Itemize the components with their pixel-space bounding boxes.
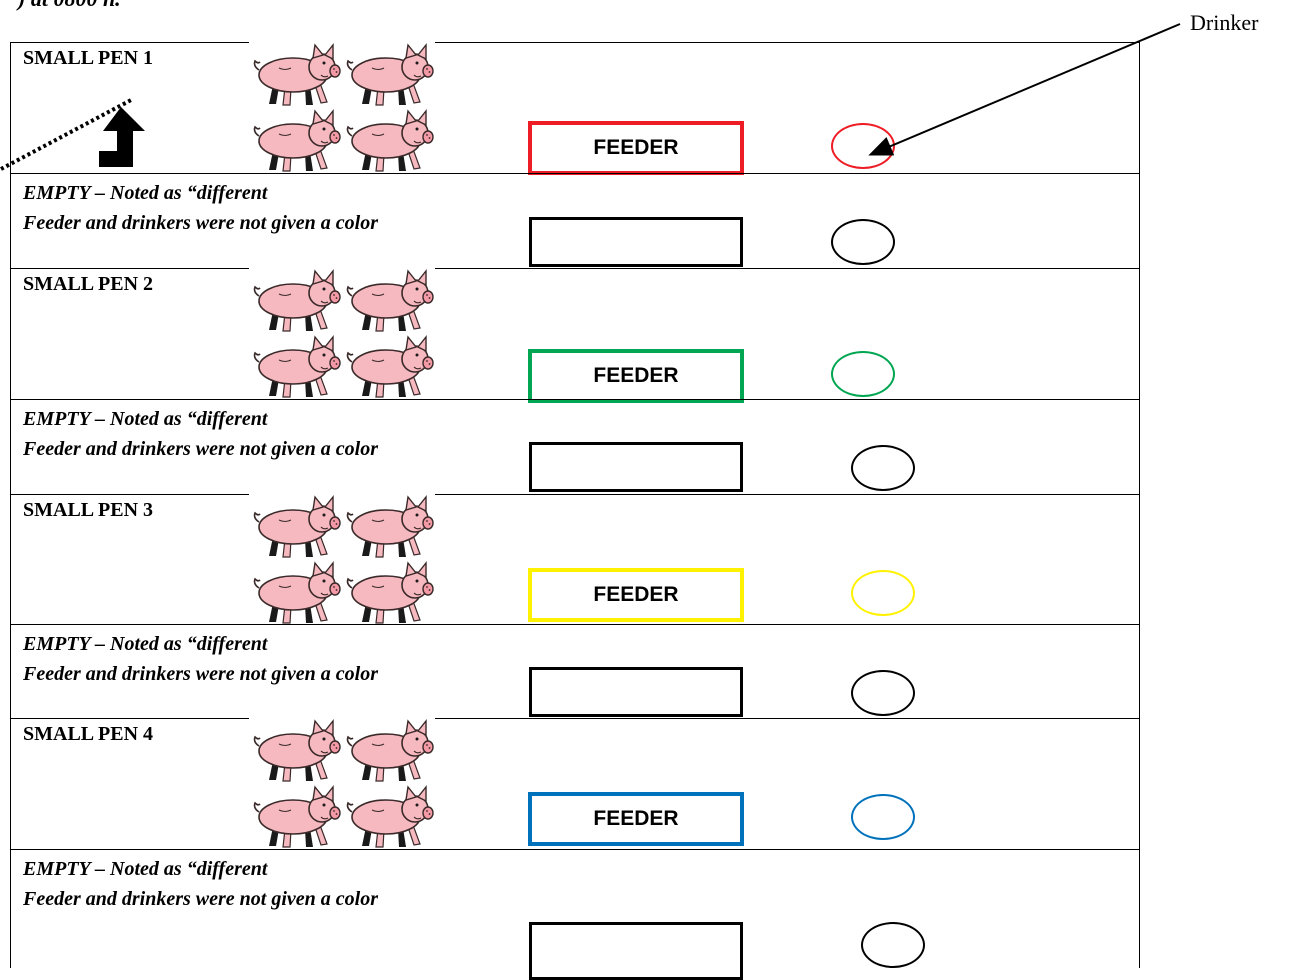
empty-note-line-2: Feeder and drinkers were not given a col…	[23, 212, 378, 234]
feeder	[529, 922, 743, 980]
pig-icon	[346, 269, 434, 332]
pig-icon	[346, 109, 434, 172]
empty-note-line-1: EMPTY – Noted as “different	[23, 858, 268, 880]
pig-icon	[253, 785, 341, 848]
feeder: FEEDER	[528, 121, 744, 175]
feeder	[529, 217, 743, 267]
pig-group	[249, 493, 435, 625]
pig-icon	[346, 719, 434, 782]
empty-note-line-2: Feeder and drinkers were not given a col…	[23, 663, 378, 685]
small-pen-4-row: SMALL PEN 4	[11, 717, 1139, 849]
empty-pen-row: EMPTY – Noted as “different Feeder and d…	[11, 173, 1139, 268]
pig-icon	[253, 43, 341, 106]
drinker	[851, 445, 915, 491]
drinker	[851, 570, 915, 616]
pen-label: SMALL PEN 1	[23, 47, 154, 69]
pig-icon	[253, 109, 341, 172]
drinker	[851, 794, 915, 840]
pen-label: SMALL PEN 4	[23, 723, 154, 745]
turn-up-arrow-icon	[99, 107, 145, 167]
pig-icon	[253, 561, 341, 624]
pig-icon	[346, 495, 434, 558]
empty-note-line-2: Feeder and drinkers were not given a col…	[23, 438, 378, 460]
empty-note-line-1: EMPTY – Noted as “different	[23, 408, 268, 430]
empty-pen-row: EMPTY – Noted as “different Feeder and d…	[11, 399, 1139, 494]
small-pen-3-row: SMALL PEN 3	[11, 493, 1139, 625]
feeder	[529, 667, 743, 717]
empty-pen-note: EMPTY – Noted as “different Feeder and d…	[23, 854, 378, 914]
pig-icon	[253, 719, 341, 782]
empty-pen-row: EMPTY – Noted as “different Feeder and d…	[11, 624, 1139, 718]
pen-label: SMALL PEN 2	[23, 273, 154, 295]
empty-pen-row: EMPTY – Noted as “different Feeder and d…	[11, 849, 1139, 980]
empty-note-line-1: EMPTY – Noted as “different	[23, 182, 268, 204]
drinker	[851, 670, 915, 716]
pig-group	[249, 41, 435, 173]
drinker-callout-label: Drinker	[1190, 10, 1259, 35]
drinker	[831, 219, 895, 265]
small-pen-2-row: SMALL PEN 2	[11, 267, 1139, 403]
pig-icon	[346, 43, 434, 106]
drinker	[861, 922, 925, 968]
pig-icon	[346, 785, 434, 848]
pig-icon	[253, 335, 341, 398]
pig-icon	[346, 561, 434, 624]
empty-pen-note: EMPTY – Noted as “different Feeder and d…	[23, 404, 378, 464]
empty-note-line-1: EMPTY – Noted as “different	[23, 633, 268, 655]
empty-pen-note: EMPTY – Noted as “different Feeder and d…	[23, 629, 378, 689]
feeder-label: FEEDER	[593, 364, 679, 387]
feeder-label: FEEDER	[593, 807, 679, 830]
pig-group	[249, 267, 435, 399]
feeder: FEEDER	[528, 792, 744, 846]
drinker	[831, 123, 895, 169]
feeder: FEEDER	[528, 568, 744, 622]
empty-note-line-2: Feeder and drinkers were not given a col…	[23, 888, 378, 910]
pig-icon	[346, 335, 434, 398]
pig-icon	[253, 269, 341, 332]
partial-heading: ) at 0800 h.	[18, 0, 121, 12]
feeder-label: FEEDER	[593, 136, 679, 159]
drinker	[831, 351, 895, 397]
feeder: FEEDER	[528, 349, 744, 403]
pig-icon	[253, 495, 341, 558]
dotted-gate-line	[0, 97, 134, 171]
small-pen-1-row: SMALL PEN 1	[0, 41, 1139, 175]
pen-layout-diagram: SMALL PEN 1	[0, 41, 1140, 980]
pig-group	[249, 717, 435, 849]
empty-pen-note: EMPTY – Noted as “different Feeder and d…	[23, 178, 378, 238]
feeder-label: FEEDER	[593, 583, 679, 606]
pen-label: SMALL PEN 3	[23, 499, 154, 521]
feeder	[529, 442, 743, 492]
